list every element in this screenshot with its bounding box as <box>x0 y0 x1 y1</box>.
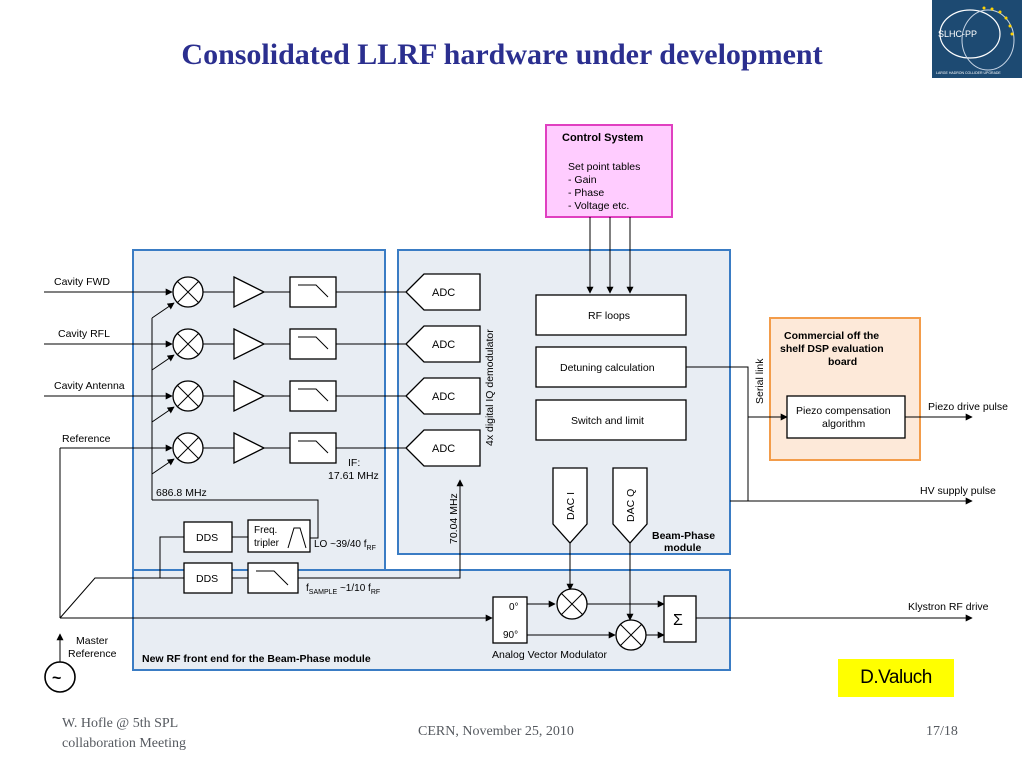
dds-block-1 <box>183 521 233 553</box>
piezo-compensation-block <box>786 395 906 439</box>
control-system-line: Set point tables <box>568 161 640 173</box>
footer-left-line: W. Hofle @ 5th SPL <box>62 716 179 731</box>
adc-label: ADC <box>432 287 455 299</box>
sigma-symbol: Σ <box>673 612 683 629</box>
avm-label: Analog Vector Modulator <box>492 649 607 661</box>
lowpass-filter-icon <box>289 380 337 412</box>
dds-label: DDS <box>196 573 218 585</box>
summing-block <box>663 595 697 643</box>
control-system-line: - Phase <box>568 187 604 199</box>
dds-label: DDS <box>196 532 218 544</box>
dsp-board-label: Commercial off the <box>784 330 879 342</box>
adc-block <box>405 377 481 415</box>
author-credit-badge: D.Valuch <box>838 659 954 697</box>
adc-label: ADC <box>432 443 455 455</box>
control-system-box <box>545 124 673 218</box>
input-cavity-fwd: Cavity FWD <box>54 276 110 288</box>
freq-tripler-label-2: tripler <box>254 538 280 549</box>
klystron-drive-label: Klystron RF drive <box>908 601 989 613</box>
dac-i-label: DAC I <box>565 492 577 520</box>
amplifier-icon <box>233 327 266 361</box>
channel-1: ADC <box>172 273 481 311</box>
lo-frequency-label: 686.8 MHz <box>156 487 207 499</box>
freq-tripler-label: Freq. <box>254 525 277 536</box>
detuning-label: Detuning calculation <box>560 362 655 374</box>
adc-label: ADC <box>432 391 455 403</box>
lo-label-text: LO ~39/40 f <box>314 539 367 550</box>
page-title: Consolidated LLRF hardware under develop… <box>181 38 823 71</box>
beam-phase-module-label: Beam-Phase <box>652 530 715 542</box>
adc-block <box>405 273 481 311</box>
channel-4: ADC <box>172 429 481 467</box>
master-reference-label-2: Reference <box>68 648 117 660</box>
dac-q-block <box>612 467 648 544</box>
adc-block <box>405 325 481 363</box>
control-system-title: Control System <box>562 132 644 144</box>
adc-block <box>405 429 481 467</box>
piezo-drive-label: Piezo drive pulse <box>928 401 1008 413</box>
rf-loops-label: RF loops <box>588 310 630 322</box>
control-system-line: - Voltage etc. <box>568 200 629 212</box>
freq-tripler-block <box>247 519 311 553</box>
phase-splitter-block <box>492 596 528 644</box>
beam-phase-module-label-2: module <box>664 542 701 554</box>
input-cavity-rfl: Cavity RFL <box>58 328 110 340</box>
lo-label-subscript: RF <box>367 545 376 552</box>
dsp-board-label-3: board <box>828 356 857 368</box>
switch-limit-block <box>535 399 687 441</box>
input-cavity-antenna: Cavity Antenna <box>54 380 125 392</box>
footer-left: W. Hofle @ 5th SPL collaboration Meeting <box>62 714 186 754</box>
input-reference: Reference <box>62 433 111 445</box>
footer-date: CERN, November 25, 2010 <box>418 724 574 739</box>
if-frequency-label: 17.61 MHz <box>328 470 379 482</box>
footer-left-line: collaboration Meeting <box>62 736 187 751</box>
lowpass-filter-icon <box>289 276 337 308</box>
demodulator-label: 4x digital IQ demodulator <box>484 329 496 446</box>
fsample-label: fSAMPLE ~1/10 fRF <box>306 583 380 596</box>
lowpass-filter-icon <box>247 562 299 594</box>
slhc-pp-logo: SLHC-PP LARGE HADRON COLLIDER UPGRADE <box>932 0 1022 78</box>
phase-90-label: 90° <box>503 630 518 641</box>
switch-limit-label: Switch and limit <box>571 415 644 427</box>
dds-block-2 <box>183 562 233 594</box>
hv-supply-label: HV supply pulse <box>920 485 996 497</box>
control-system-line: - Gain <box>568 174 597 186</box>
oscillator-symbol: ~ <box>52 670 61 687</box>
adc-label: ADC <box>432 339 455 351</box>
piezo-label-2: algorithm <box>822 418 865 430</box>
piezo-label: Piezo compensation <box>796 405 891 417</box>
amplifier-icon <box>233 379 266 413</box>
page-number: 17/18 <box>926 724 958 739</box>
if-label: IF: <box>348 457 360 469</box>
sample-frequency-label: 70.04 MHz <box>448 493 460 544</box>
master-reference-label: Master <box>76 635 109 647</box>
lo-label: LO ~39/40 fRF <box>314 539 376 552</box>
fsample-subscript: SAMPLE <box>309 589 338 596</box>
amplifier-icon <box>233 431 266 465</box>
fsample-subscript-2: RF <box>371 589 380 596</box>
logo-subtext: LARGE HADRON COLLIDER UPGRADE <box>936 71 1001 75</box>
phase-0-label: 0° <box>509 602 519 613</box>
channel-3: ADC <box>172 377 481 415</box>
fsample-mid: ~1/10 f <box>337 583 371 594</box>
rf-loops-block <box>535 294 687 336</box>
lowpass-filter-icon <box>289 432 337 464</box>
channel-2: ADC <box>172 325 481 363</box>
amplifier-icon <box>233 275 266 309</box>
lowpass-filter-icon <box>289 328 337 360</box>
dac-q-label: DAC Q <box>625 489 637 522</box>
dsp-board-label-2: shelf DSP evaluation <box>780 343 884 355</box>
serial-link-label: Serial link <box>754 358 766 404</box>
fsample-f: f <box>306 583 309 594</box>
dac-i-block <box>552 467 588 544</box>
front-end-label: New RF front end for the Beam-Phase modu… <box>142 653 371 665</box>
detuning-block <box>535 346 687 388</box>
logo-text: SLHC-PP <box>938 29 977 39</box>
